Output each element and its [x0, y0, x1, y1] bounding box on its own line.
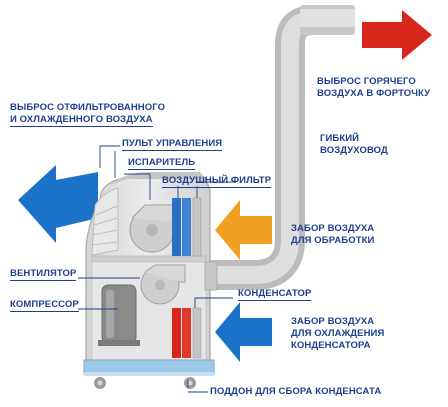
flex-duct-label-1: ГИБКИЙ	[320, 133, 360, 144]
condenser-intake-label-3: КОНДЕНСАТОРА	[291, 340, 371, 351]
leader-lines	[78, 145, 236, 393]
control-panel-label: ПУЛЬТ УПРАВЛЕНИЯ	[122, 138, 223, 151]
drain-pan-label: ПОДДОН ДЛЯ СБОРА КОНДЕНСАТА	[210, 386, 382, 397]
flexible-duct	[210, 5, 355, 290]
condenser-intake-label-2: ДЛЯ ОХЛАЖДЕНИЯ	[291, 328, 385, 339]
condenser-coil	[172, 307, 202, 359]
hot-air-arrow	[362, 10, 432, 60]
filtered-air-out-label-2: И ОХЛАЖДЕННОГО ВОЗДУХА	[10, 114, 153, 127]
air-intake-label-1: ЗАБОР ВОЗДУХА	[291, 223, 375, 234]
condenser-intake-arrow	[215, 302, 272, 362]
evaporator-coil	[172, 198, 191, 256]
upper-fan	[129, 204, 176, 253]
evaporator-label: ИСПАРИТЕЛЬ	[128, 157, 196, 170]
hot-air-out-label-1: ВЫБРОС ГОРЯЧЕГО	[317, 76, 416, 87]
compressor-unit	[98, 284, 140, 346]
condenser-label: КОНДЕНСАТОР	[238, 288, 312, 301]
air-filter-element	[192, 197, 202, 257]
cold-air-arrow	[18, 165, 98, 243]
compressor-label: КОМПРЕССОР	[10, 299, 79, 312]
lower-fan	[140, 264, 186, 305]
air-intake-label-2: ДЛЯ ОБРАБОТКИ	[291, 235, 375, 246]
flex-duct-label-2: ВОЗДУХОВОД	[320, 145, 388, 156]
fan-label: ВЕНТИЛЯТОР	[10, 268, 77, 281]
condenser-intake-label-1: ЗАБОР ВОЗДУХА	[291, 316, 375, 327]
filtered-air-out-label-1: ВЫБРОС ОТФИЛЬТРОВАННОГО	[10, 102, 166, 113]
air-intake-arrow	[215, 200, 272, 260]
hot-air-out-label-2: ВОЗДУХА В ФОРТОЧКУ	[317, 88, 431, 99]
air-filter-label: ВОЗДУШНЫЙ ФИЛЬТР	[162, 175, 272, 188]
